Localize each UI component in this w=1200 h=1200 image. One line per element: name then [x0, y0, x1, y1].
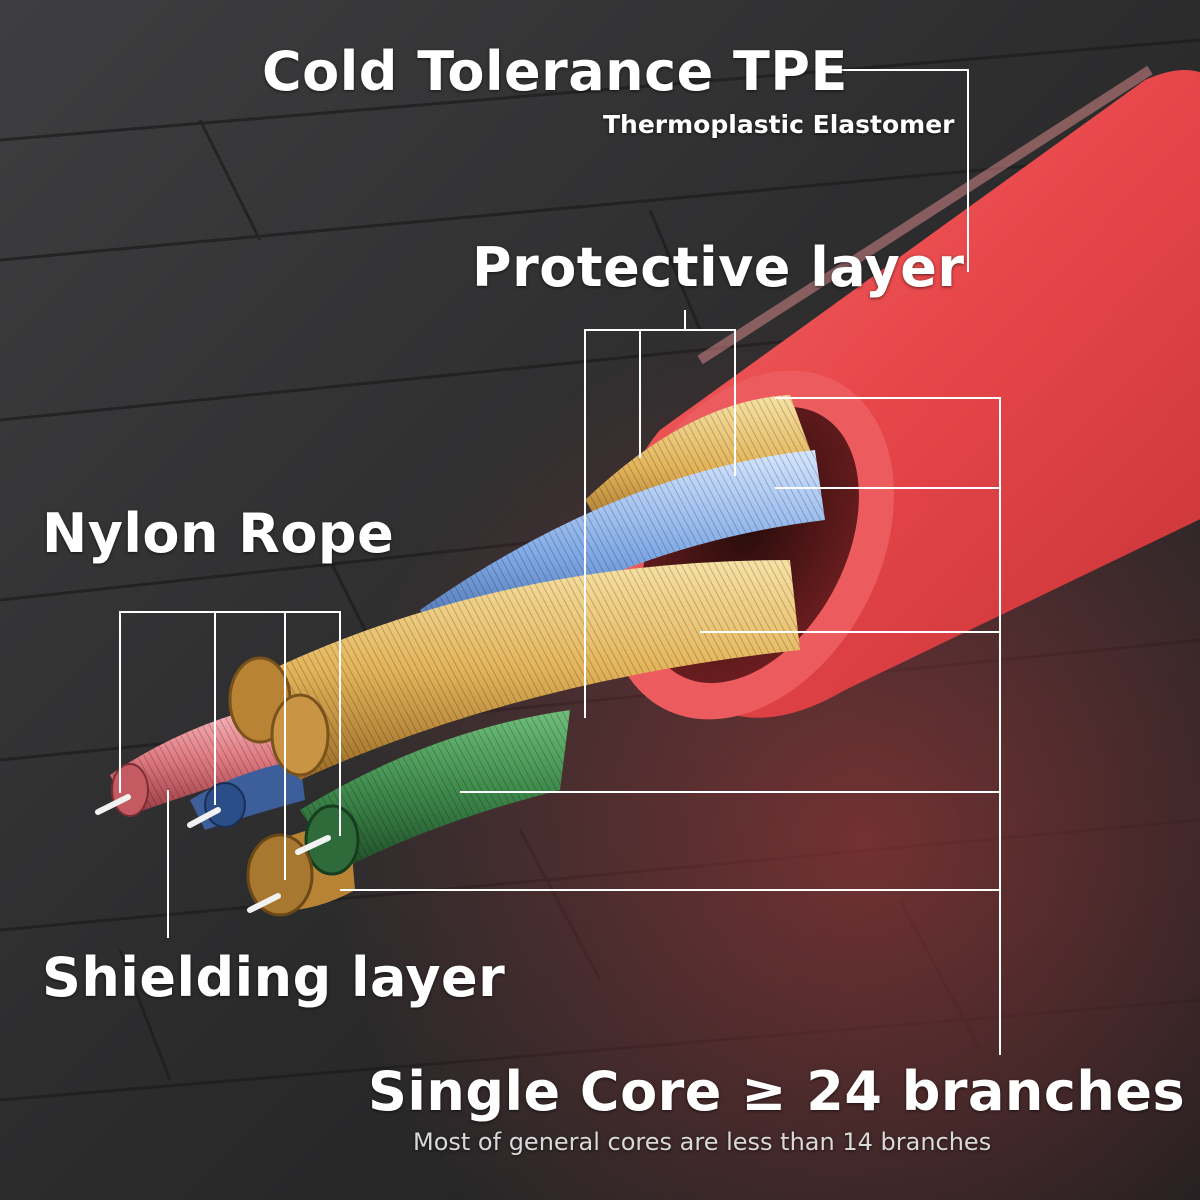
- nylon-rope-label: Nylon Rope: [42, 502, 395, 565]
- single-core-label: Single Core ≥ 24 branches: [368, 1060, 1186, 1123]
- tpe-title: Cold Tolerance TPE: [262, 40, 848, 103]
- leader-lines: [119, 69, 1001, 1055]
- shielding-layer-label: Shielding layer: [42, 946, 506, 1009]
- core-comparison-note: Most of general cores are less than 14 b…: [413, 1128, 992, 1156]
- protective-layer-label: Protective layer: [472, 236, 965, 299]
- conductor-strands: [95, 395, 825, 917]
- tpe-subtitle: Thermoplastic Elastomer: [603, 110, 955, 139]
- nylon-rope-tip: [95, 794, 131, 815]
